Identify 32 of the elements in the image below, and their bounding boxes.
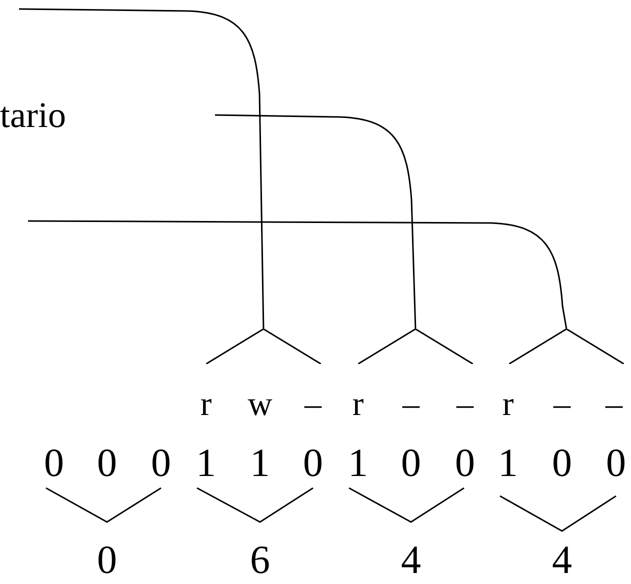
bracket [509, 329, 624, 364]
octal-digit: 4 [552, 540, 572, 580]
permission-symbol: w [248, 388, 272, 422]
permission-symbol: – [304, 388, 322, 422]
octal-digit: 4 [401, 540, 421, 580]
connector-line [19, 8, 264, 330]
bracket [206, 329, 321, 364]
bit-digit: 0 [552, 443, 572, 483]
octal-digit: 0 [97, 540, 117, 580]
permission-symbol: r [200, 388, 212, 422]
permission-symbol: r [352, 388, 364, 422]
bit-digit: 0 [606, 443, 626, 483]
bit-digit: 0 [97, 443, 117, 483]
permission-symbol: – [456, 388, 474, 422]
permission-symbol: r [502, 388, 514, 422]
octal-digit: 6 [250, 540, 270, 580]
bit-digit: 1 [348, 443, 368, 483]
permission-symbol: – [402, 388, 420, 422]
bracket [358, 329, 473, 364]
connector-line [214, 114, 416, 330]
bit-digit: 0 [401, 443, 421, 483]
row-label: tario [0, 97, 66, 133]
bit-digit: 0 [44, 443, 64, 483]
permission-symbol: – [606, 388, 622, 422]
bit-digit: 0 [455, 443, 475, 483]
bit-digit: 1 [196, 443, 216, 483]
connector-line [28, 220, 568, 330]
bit-digit: 1 [250, 443, 270, 483]
bit-digit: 0 [151, 443, 171, 483]
bit-digit: 0 [303, 443, 323, 483]
permission-symbol: – [554, 388, 570, 422]
bit-digit: 1 [498, 443, 518, 483]
